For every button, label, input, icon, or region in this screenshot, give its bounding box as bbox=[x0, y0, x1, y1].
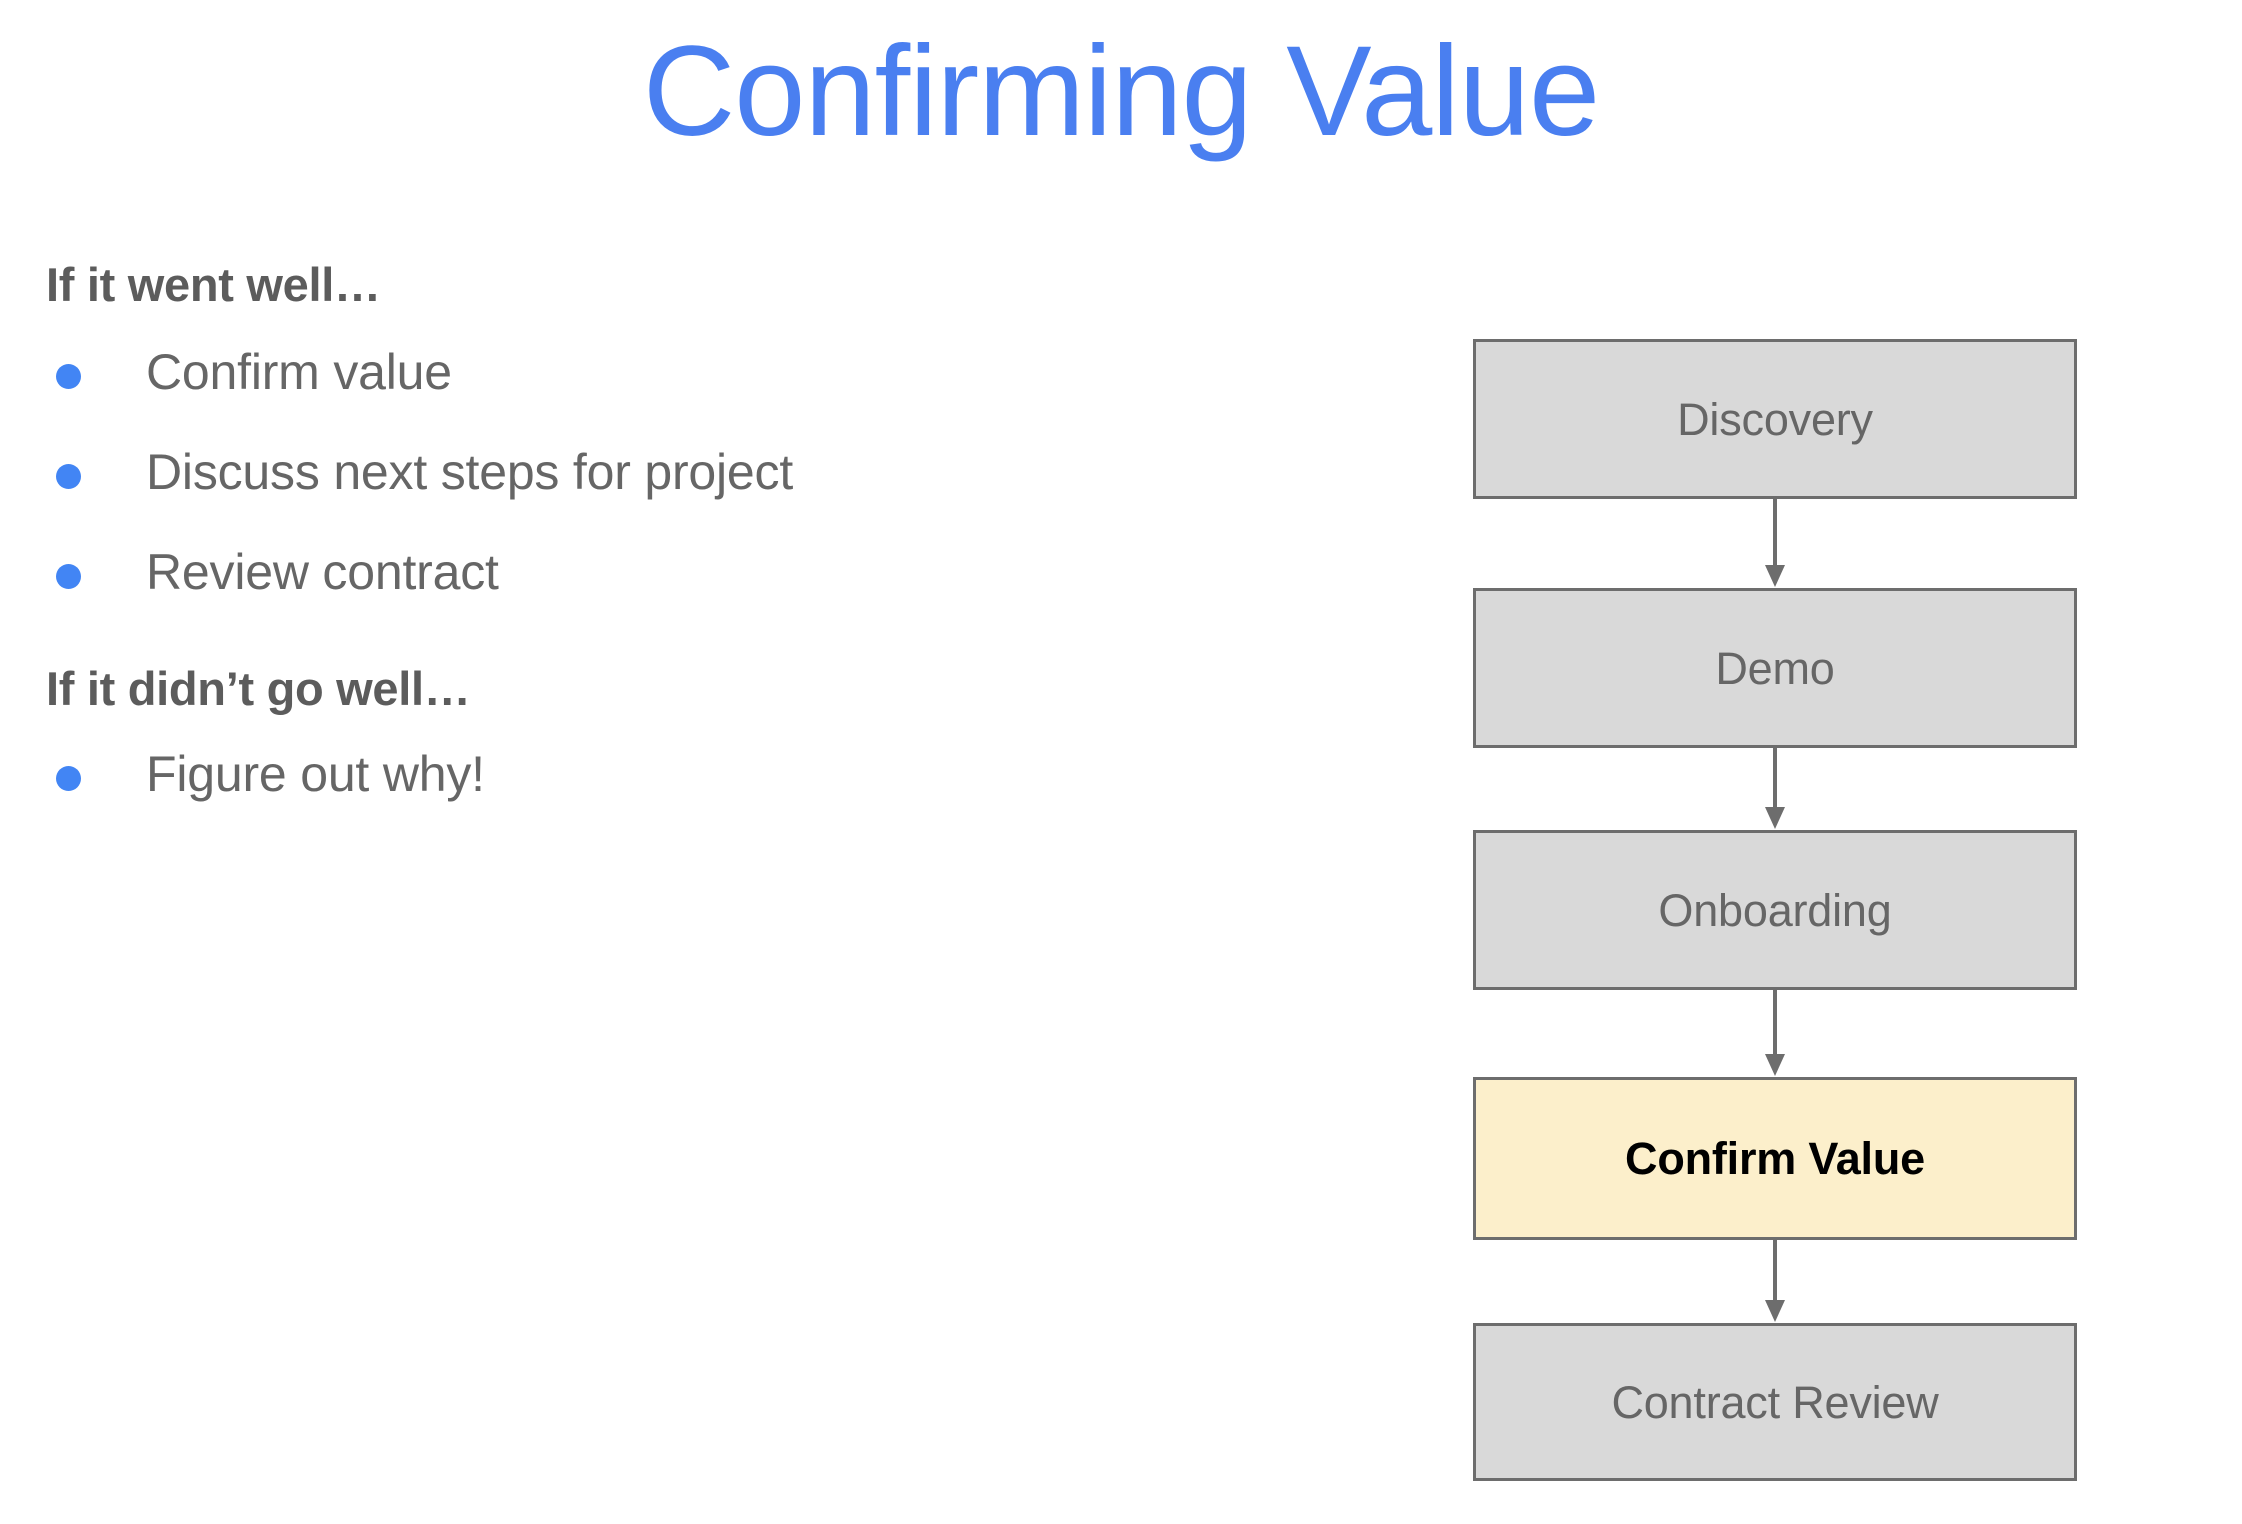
flow-node-label: Onboarding bbox=[1658, 884, 1892, 936]
flow-node-discovery: Discovery bbox=[1473, 339, 2077, 499]
bullet-content-column: If it went well… Confirm value Discuss n… bbox=[46, 258, 1386, 806]
list-item: Confirm value bbox=[46, 342, 1386, 404]
section-heading-didnt-go-well: If it didn’t go well… bbox=[46, 662, 471, 716]
page-title: Confirming Value bbox=[642, 20, 1600, 163]
flow-arrow-discovery-to-demo bbox=[1760, 499, 1790, 588]
flow-node-contract-review: Contract Review bbox=[1473, 1323, 2077, 1481]
bullet-dot-icon bbox=[56, 564, 81, 590]
sales-process-flowchart: Discovery Demo Onboarding Confirm Value bbox=[1473, 339, 2077, 1481]
content-group-went-well: If it went well… Confirm value Discuss n… bbox=[46, 258, 1386, 604]
section-heading-went-well: If it went well… bbox=[46, 258, 381, 311]
flow-arrow-confirm-value-to-contract-review bbox=[1760, 1240, 1790, 1323]
flow-node-label: Demo bbox=[1715, 642, 1835, 694]
flow-node-label: Discovery bbox=[1677, 393, 1873, 445]
flow-arrow-demo-to-onboarding bbox=[1760, 748, 1790, 830]
list-item: Figure out why! bbox=[46, 744, 1386, 806]
list-item-label: Review contract bbox=[146, 544, 499, 601]
list-item-label: Figure out why! bbox=[146, 746, 485, 803]
bullet-list-went-well: Confirm value Discuss next steps for pro… bbox=[46, 342, 1386, 604]
content-group-didnt-go-well: If it didn’t go well… Figure out why! bbox=[46, 662, 1386, 806]
flow-node-confirm-value: Confirm Value bbox=[1473, 1077, 2077, 1240]
list-item-label: Discuss next steps for project bbox=[146, 444, 794, 501]
flow-node-label: Contract Review bbox=[1611, 1376, 1939, 1428]
bullet-list-didnt-go-well: Figure out why! bbox=[46, 744, 1386, 806]
list-item-label: Confirm value bbox=[146, 344, 452, 401]
bullet-dot-icon bbox=[56, 464, 81, 490]
flow-node-onboarding: Onboarding bbox=[1473, 830, 2077, 990]
list-item: Review contract bbox=[46, 542, 1386, 604]
bullet-dot-icon bbox=[56, 364, 81, 390]
flow-node-label: Confirm Value bbox=[1625, 1133, 1925, 1184]
list-item: Discuss next steps for project bbox=[46, 442, 1386, 504]
flow-arrow-onboarding-to-confirm-value bbox=[1760, 990, 1790, 1077]
flow-node-demo: Demo bbox=[1473, 588, 2077, 748]
bullet-dot-icon bbox=[56, 766, 81, 792]
